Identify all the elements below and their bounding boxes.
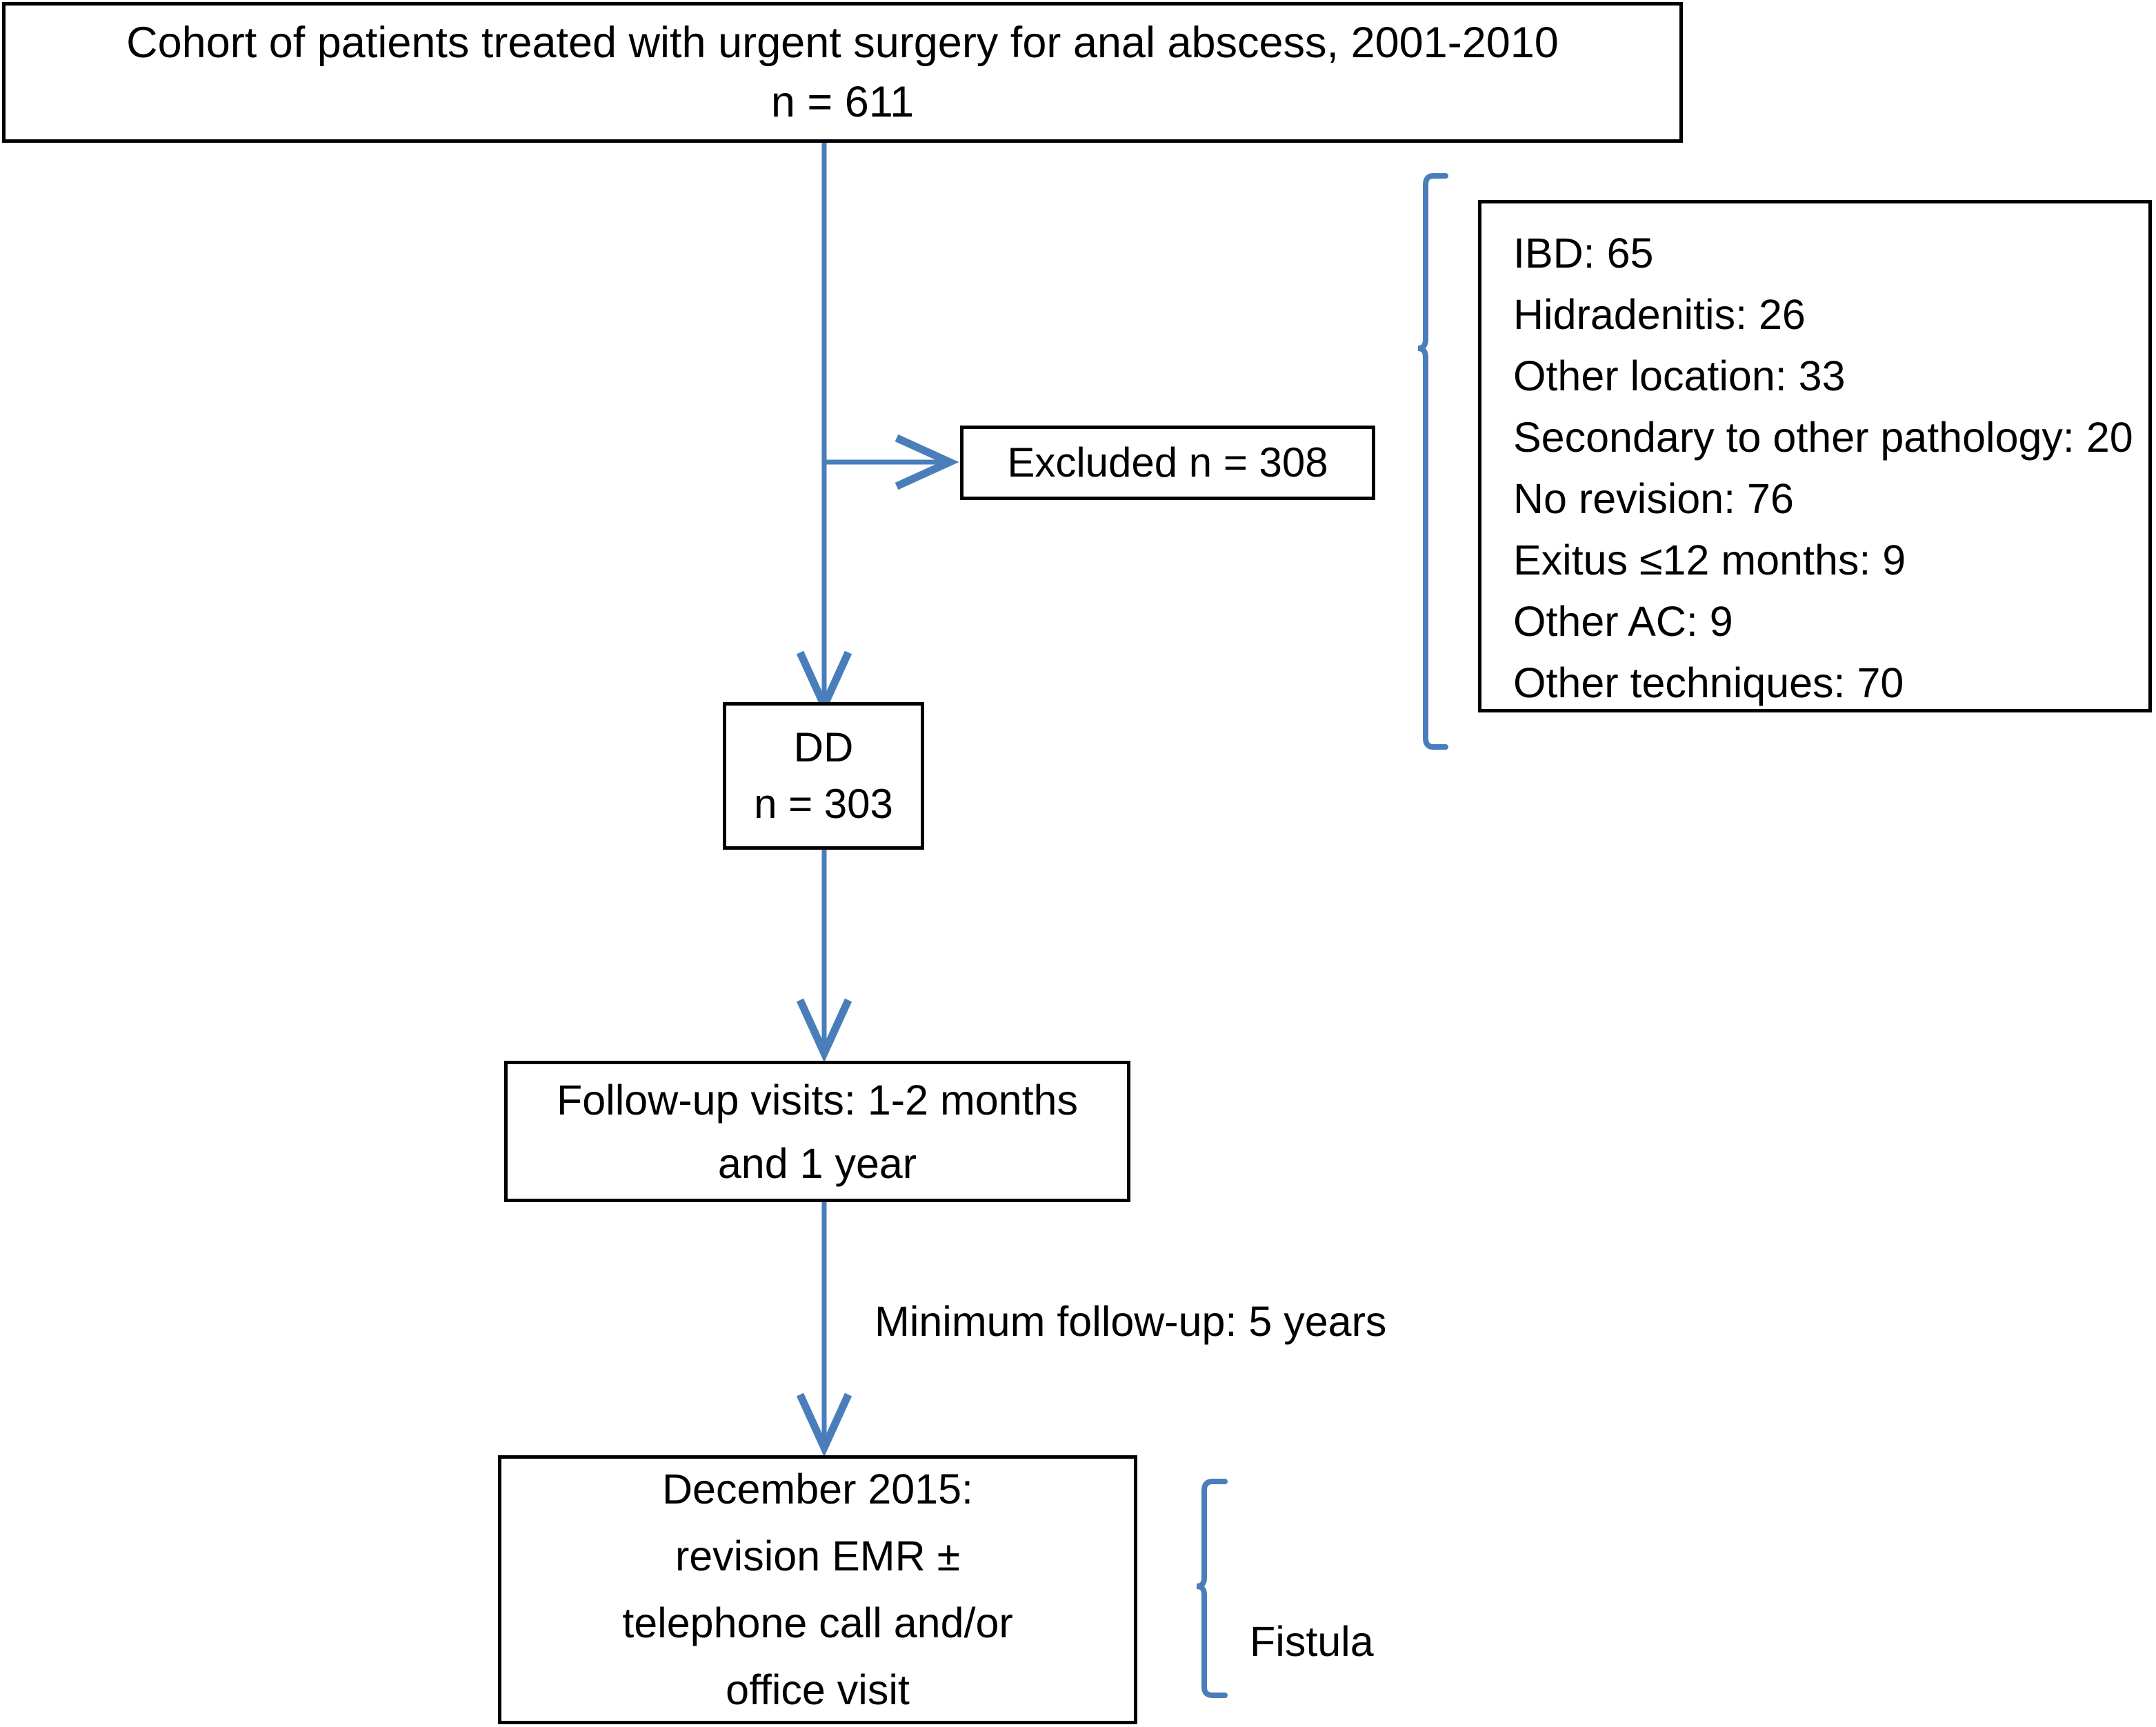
cohort-title-line: Cohort of patients treated with urgent s… (126, 19, 1559, 67)
exclusion-reason-other-techniques: Other techniques: 70 (1513, 659, 1904, 706)
node-followup-visits-box: Follow-up visits: 1-2 months and 1 year (504, 1061, 1130, 1202)
exclusion-reason-hidradenitis: Hidradenitis: 26 (1513, 291, 1806, 338)
dd-count: n = 303 (754, 781, 893, 827)
dd-label: DD (793, 724, 854, 770)
followup-line-1: Follow-up visits: 1-2 months (557, 1076, 1078, 1124)
exclusion-reason-no-revision: No revision: 76 (1513, 475, 1794, 522)
exclusion-reason-ibd: IBD: 65 (1513, 230, 1654, 277)
node-exclusion-reasons-box: IBD: 65 Hidradenitis: 26 Other location:… (1478, 200, 2152, 712)
fistula-line-1: Fistula (1250, 1618, 1374, 1665)
node-excluded-box: Excluded n = 308 (960, 426, 1375, 500)
node-cohort-box: Cohort of patients treated with urgent s… (2, 2, 1683, 143)
node-december-2015-box: December 2015: revision EMR ± telephone … (498, 1455, 1137, 1724)
brace-fistula-recurrence (1196, 1479, 1228, 1698)
label-minimum-followup: Minimum follow-up: 5 years (875, 1298, 1387, 1345)
label-fistula-recurrence: Fistula recurrence (1250, 1530, 1451, 1727)
followup-line-2: and 1 year (717, 1139, 917, 1187)
exclusion-reason-secondary-pathology: Secondary to other pathology: 20 (1513, 414, 2133, 461)
december-line-3: telephone call and/or (622, 1599, 1013, 1646)
december-line-4: office visit (726, 1666, 910, 1713)
brace-exclusion-reasons (1417, 173, 1448, 750)
exclusion-reason-exitus: Exitus ≤12 months: 9 (1513, 537, 1906, 583)
excluded-label: Excluded n = 308 (1007, 439, 1328, 486)
cohort-count-line: n = 611 (770, 78, 915, 126)
december-line-2: revision EMR ± (675, 1533, 961, 1579)
december-line-1: December 2015: (662, 1466, 973, 1513)
node-dd-box: DD n = 303 (723, 702, 924, 850)
exclusion-reason-other-location: Other location: 33 (1513, 352, 1846, 399)
exclusion-reason-other-ac: Other AC: 9 (1513, 598, 1733, 645)
